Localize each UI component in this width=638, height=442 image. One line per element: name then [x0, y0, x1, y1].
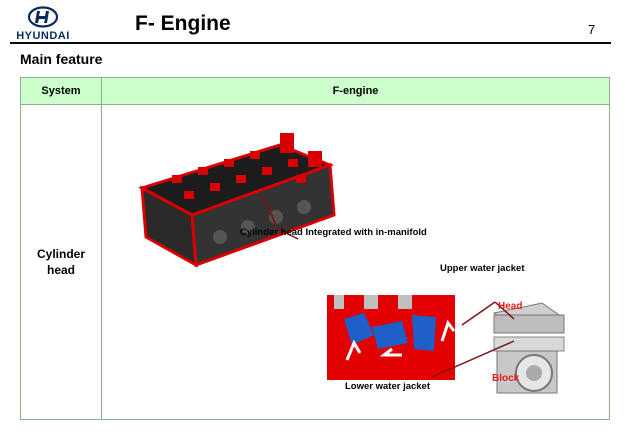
section-title: Main feature: [20, 51, 103, 67]
water-jacket-cutaway-illustration: [327, 295, 456, 380]
title-rule: [10, 42, 611, 44]
table-header-row: System F-engine: [20, 77, 610, 105]
cylinder-head-illustration: [138, 133, 336, 268]
engine-illustrations: [138, 133, 565, 394]
integrated-manifold-callout: Cylinder head Integrated with in-manifol…: [240, 227, 427, 238]
callout-leader-lines: [277, 228, 515, 378]
head-block-assembly-illustration: [492, 302, 565, 394]
column-header-system: System: [20, 77, 102, 105]
slide-title: F- Engine: [135, 12, 231, 35]
hyundai-emblem-icon: [28, 6, 58, 28]
feature-table: System F-engine Cylinder head: [20, 77, 610, 420]
table-row: Cylinder head: [20, 104, 610, 420]
system-label: Cylinder head: [36, 247, 85, 277]
lower-water-jacket-callout: Lower water jacket: [345, 381, 431, 392]
page-number: 7: [588, 22, 596, 37]
brand-wordmark: HYUNDAI: [16, 30, 70, 42]
upper-water-jacket-callout: Upper water jacket: [440, 263, 525, 274]
column-header-f-engine: F-engine: [101, 77, 610, 105]
head-tag: Head: [498, 301, 523, 312]
system-cell: Cylinder head: [20, 104, 102, 420]
f-engine-cell: Cylinder head Integrated with in-manifol…: [101, 104, 610, 420]
block-tag: Block: [492, 373, 520, 384]
hyundai-logo: HYUNDAI: [12, 6, 74, 46]
